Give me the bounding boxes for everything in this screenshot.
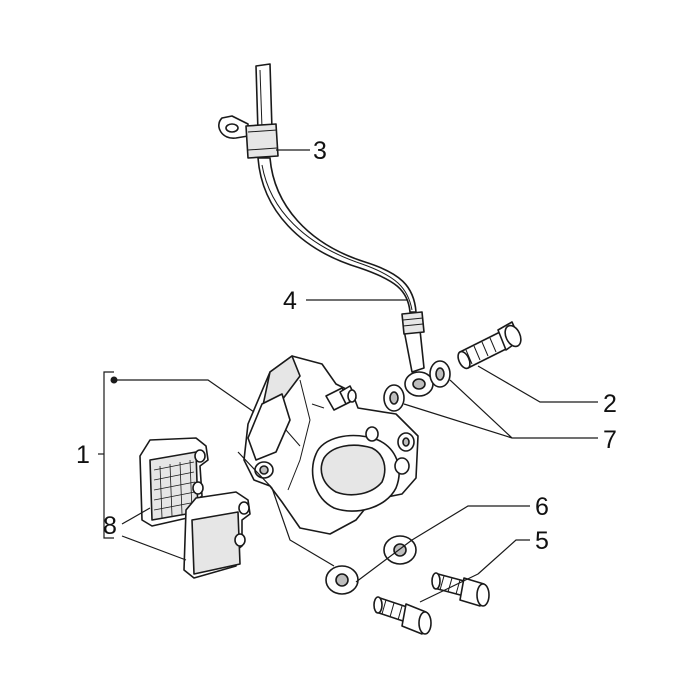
callout-4: 4 [283,287,297,315]
callout-2: 2 [603,390,617,418]
caliper-screws [373,572,490,635]
hose-clip [218,115,279,159]
callout-7: 7 [603,426,617,454]
callout-6: 6 [535,493,549,521]
banjo-bolt [457,321,522,370]
callout-1: 1 [76,441,90,469]
brake-pad-front [183,491,251,579]
callout-5: 5 [535,527,549,555]
leader-lines [98,149,598,603]
washers [325,535,417,595]
callout-8: 8 [103,512,117,540]
callout-dot [110,376,118,384]
brake-hose [255,63,425,373]
caliper-body [243,355,419,535]
banjo-fitting [404,371,434,397]
callout-3: 3 [313,137,327,165]
copper-washers [383,360,451,412]
